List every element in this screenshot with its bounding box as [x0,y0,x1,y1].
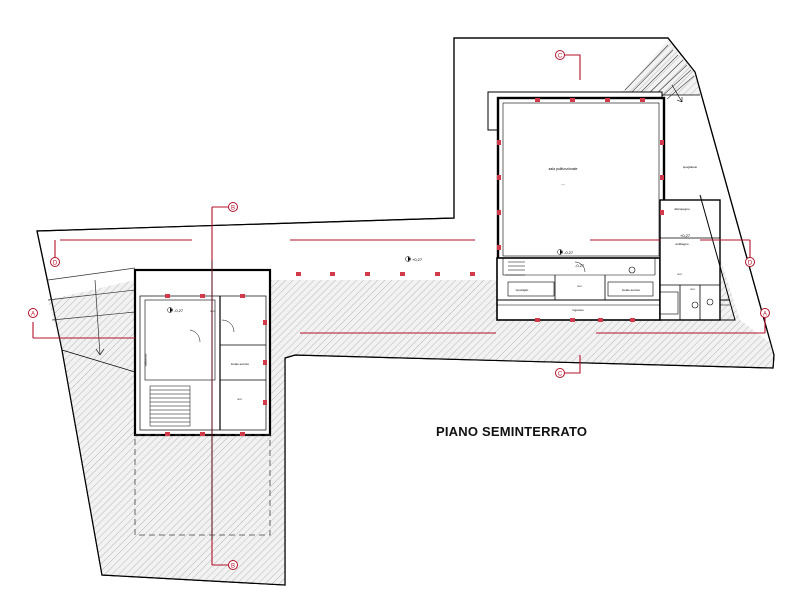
room-label-antibagno: antibagno [675,242,689,246]
svg-text:D: D [748,261,753,267]
svg-text:B: B [231,564,235,570]
building-east [487,91,736,321]
room-label-disimpegno: disimpegno [674,207,690,211]
wall-ticks [165,98,664,436]
drawing-title: PIANO SEMINTERRATO [436,424,588,439]
room-label-wc-w2: w.c. [210,309,215,313]
marker-b-top: B [228,202,238,212]
svg-text:---: --- [561,182,565,186]
room-label-ingresso: ingresso [572,308,584,312]
svg-text:-0,27: -0,27 [575,263,585,268]
room-label-wc-e1: w.c. [577,284,582,288]
svg-text:-0,27: -0,27 [174,308,184,313]
svg-text:B: B [231,206,235,212]
room-label-tecnico-w: locale tecnico [231,362,250,366]
marker-d-left: D [50,257,60,267]
room-label-tecnico-e: locale tecnico [622,288,641,292]
marker-c-bottom: C [555,368,565,378]
room-label-wc-e2: w.c. [677,272,682,276]
marker-a-right: A [760,308,770,318]
hatched-ground-west [48,280,135,372]
room-label-hall: sala polifunzionale --- [549,167,578,186]
svg-text:C: C [558,54,563,60]
hatched-ground-ne [620,40,700,95]
room-label-ripostiglio-e1: ripostiglio [516,288,529,292]
svg-text:sala polifunzionale: sala polifunzionale [549,167,578,171]
room-label-wc-e3: w.c. [690,287,695,291]
room-label-ripostiglio-w: ripostiglio [144,354,148,367]
svg-text:D: D [53,261,58,267]
level-marker-entry: -0,27 [575,263,585,268]
level-marker-east: +0,27 [680,233,691,238]
level-marker-west: -0,27 [167,307,184,313]
site-outline-line [36,37,775,586]
svg-text:+0,27: +0,27 [680,233,691,238]
level-marker-hall: -0,27 [557,249,574,255]
marker-c-top: C [555,50,565,60]
level-marker-courtyard: +0,27 [405,256,423,262]
marker-a-left: A [28,308,38,318]
svg-text:+0,27: +0,27 [412,257,423,262]
room-label-wc-w1: w.c. [237,397,242,401]
marker-b-bottom: B [228,560,238,570]
svg-text:C: C [558,372,563,378]
marker-d-right: D [745,257,755,267]
svg-text:A: A [31,312,35,318]
hatched-ground-south [62,280,773,585]
room-label-spogliatoio: spogliatoio [683,165,698,169]
svg-text:-0,27: -0,27 [564,250,574,255]
svg-text:A: A [763,312,767,318]
ramp-west [47,267,136,373]
